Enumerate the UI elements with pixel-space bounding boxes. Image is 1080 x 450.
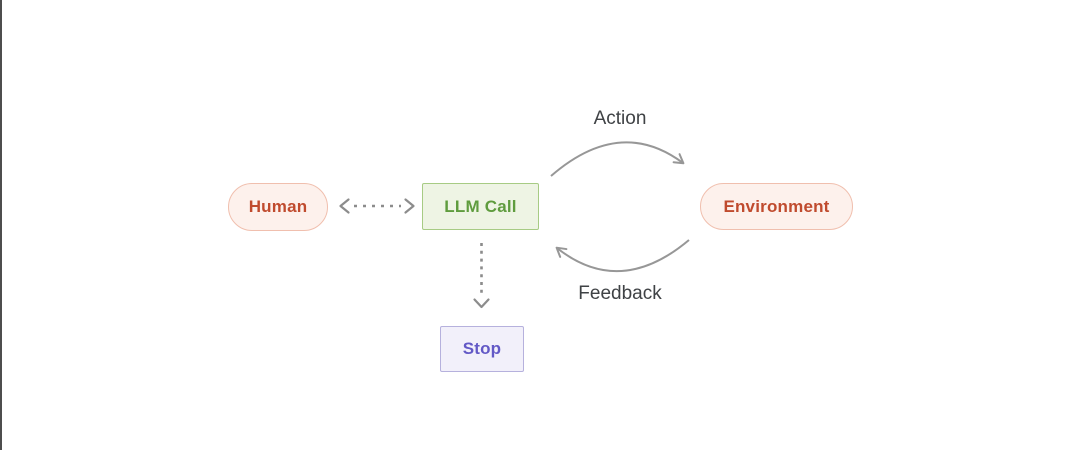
node-stop: Stop (440, 326, 524, 372)
down-chevron-arrowhead-icon (473, 298, 490, 309)
action-arc-arrow (550, 141, 685, 177)
edge-label-feedback: Feedback (578, 283, 662, 304)
human-llm-dashed-arrow (339, 198, 415, 214)
llm-stop-dashed-arrow (473, 243, 490, 309)
node-llm-call: LLM Call (422, 183, 539, 230)
left-chevron-arrowhead-icon (339, 198, 350, 214)
node-environment: Environment (700, 183, 853, 230)
node-human: Human (228, 183, 328, 231)
right-chevron-arrowhead-icon (404, 198, 415, 214)
edge-label-action: Action (593, 108, 647, 129)
feedback-arc-arrow (555, 239, 690, 273)
left-edge-line (0, 0, 2, 450)
